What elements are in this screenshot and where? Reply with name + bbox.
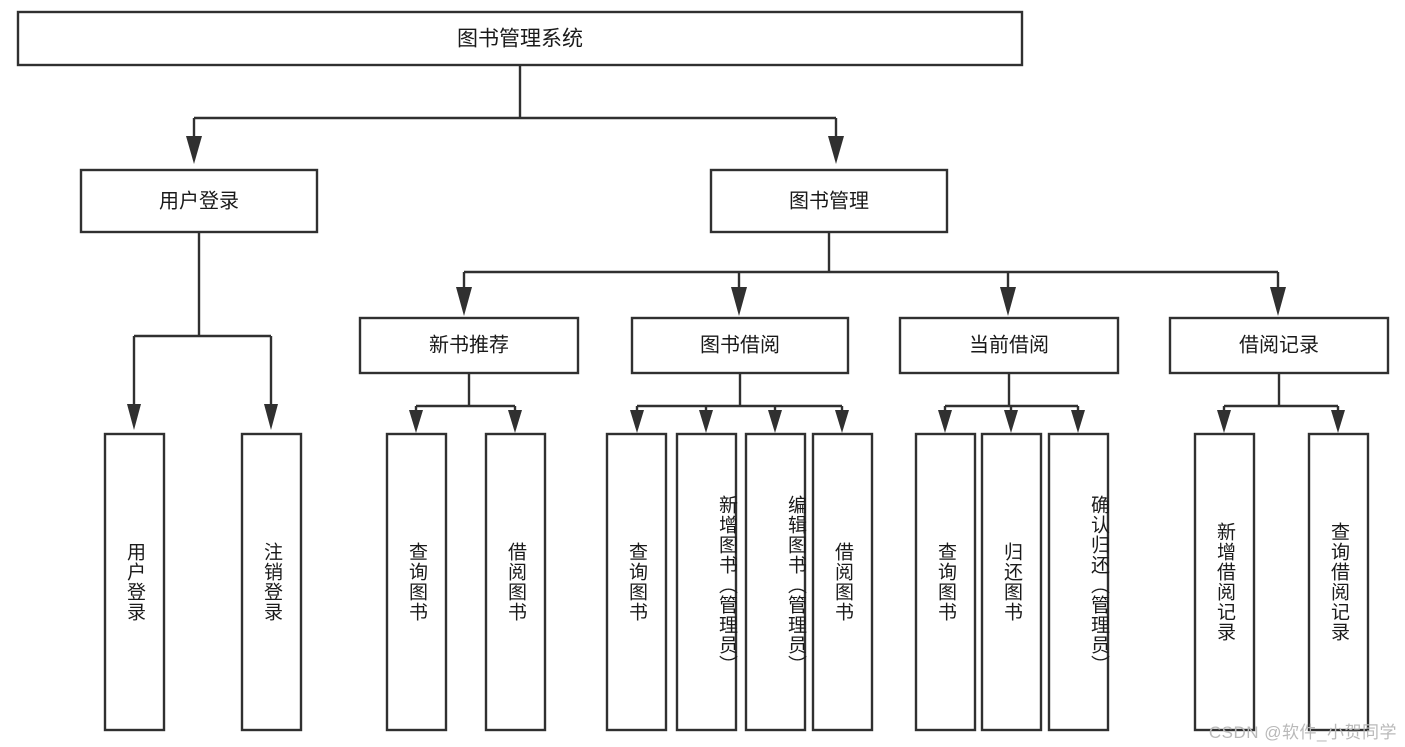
leaf-add-record-rect[interactable] bbox=[1193, 432, 1256, 732]
node-book-management-rect[interactable] bbox=[709, 168, 949, 234]
leaf-borrow-book-1-rect[interactable] bbox=[484, 432, 547, 732]
node-current-borrow-label: 当前借阅 bbox=[969, 333, 1049, 356]
arrow-login-leaf2 bbox=[264, 404, 278, 430]
arrow-newbook-leaf2 bbox=[508, 410, 522, 433]
node-book-management-label: 图书管理 bbox=[789, 189, 869, 212]
node-book-borrow[interactable]: 图书借阅 bbox=[630, 316, 850, 375]
arrow-bookborrow-leaf4 bbox=[835, 410, 849, 433]
node-new-book-recommend-label: 新书推荐 bbox=[429, 333, 509, 356]
arrow-borrowrecord-leaf2 bbox=[1331, 410, 1345, 433]
leaf-return-book-rect[interactable] bbox=[980, 432, 1043, 732]
leaf-logout-rect[interactable] bbox=[240, 432, 303, 732]
node-book-borrow-rect[interactable] bbox=[630, 316, 850, 375]
leaf-query-record-rect[interactable] bbox=[1307, 432, 1370, 732]
node-root-system[interactable]: 图书管理系统 bbox=[16, 10, 1024, 67]
node-book-borrow-label: 图书借阅 bbox=[700, 333, 780, 356]
csdn-watermark: CSDN @软件_小贺同学 bbox=[1208, 723, 1397, 742]
arrow-bookborrow-leaf1 bbox=[630, 410, 644, 433]
leaf-add-book-rect[interactable] bbox=[675, 432, 738, 732]
arrow-root-to-bookmgmt bbox=[828, 136, 844, 164]
node-book-management[interactable]: 图书管理 bbox=[709, 168, 949, 234]
leaf-edit-book-rect[interactable] bbox=[744, 432, 807, 732]
leaf-confirm-return-rect[interactable] bbox=[1047, 432, 1110, 732]
node-borrow-record-rect[interactable] bbox=[1168, 316, 1390, 375]
node-new-book-recommend[interactable]: 新书推荐 bbox=[358, 316, 580, 375]
arrow-newbook-leaf1 bbox=[409, 410, 423, 433]
leaf-borrow-book-2-rect[interactable] bbox=[811, 432, 874, 732]
node-current-borrow-rect[interactable] bbox=[898, 316, 1120, 375]
arrow-root-to-login bbox=[186, 136, 202, 164]
node-current-borrow[interactable]: 当前借阅 bbox=[898, 316, 1120, 375]
arrow-currentborrow-leaf3 bbox=[1071, 410, 1085, 433]
node-root-label: 图书管理系统 bbox=[457, 28, 583, 51]
node-borrow-record[interactable]: 借阅记录 bbox=[1168, 316, 1390, 375]
arrow-bookborrow-leaf2 bbox=[699, 410, 713, 433]
node-user-login-label: 用户登录 bbox=[159, 189, 239, 212]
leaf-user-login-rect[interactable] bbox=[103, 432, 166, 732]
arrow-borrowrecord-leaf1 bbox=[1217, 410, 1231, 433]
arrow-bookborrow-leaf3 bbox=[768, 410, 782, 433]
leaf-query-book-1-rect[interactable] bbox=[385, 432, 448, 732]
node-root-rect[interactable] bbox=[16, 10, 1024, 67]
arrow-currentborrow-leaf1 bbox=[938, 410, 952, 433]
node-user-login[interactable]: 用户登录 bbox=[79, 168, 319, 234]
arrow-bookmgmt-l2-1 bbox=[456, 287, 472, 316]
arrow-bookmgmt-l2-4 bbox=[1270, 287, 1286, 316]
arrow-login-leaf1 bbox=[127, 404, 141, 430]
leaf-query-book-3-rect[interactable] bbox=[914, 432, 977, 732]
arrow-bookmgmt-l2-3 bbox=[1000, 287, 1016, 316]
node-borrow-record-label: 借阅记录 bbox=[1239, 333, 1319, 356]
arrow-currentborrow-leaf2 bbox=[1004, 410, 1018, 433]
node-new-book-recommend-rect[interactable] bbox=[358, 316, 580, 375]
arrow-bookmgmt-l2-2 bbox=[731, 287, 747, 316]
leaf-query-book-2-rect[interactable] bbox=[605, 432, 668, 732]
